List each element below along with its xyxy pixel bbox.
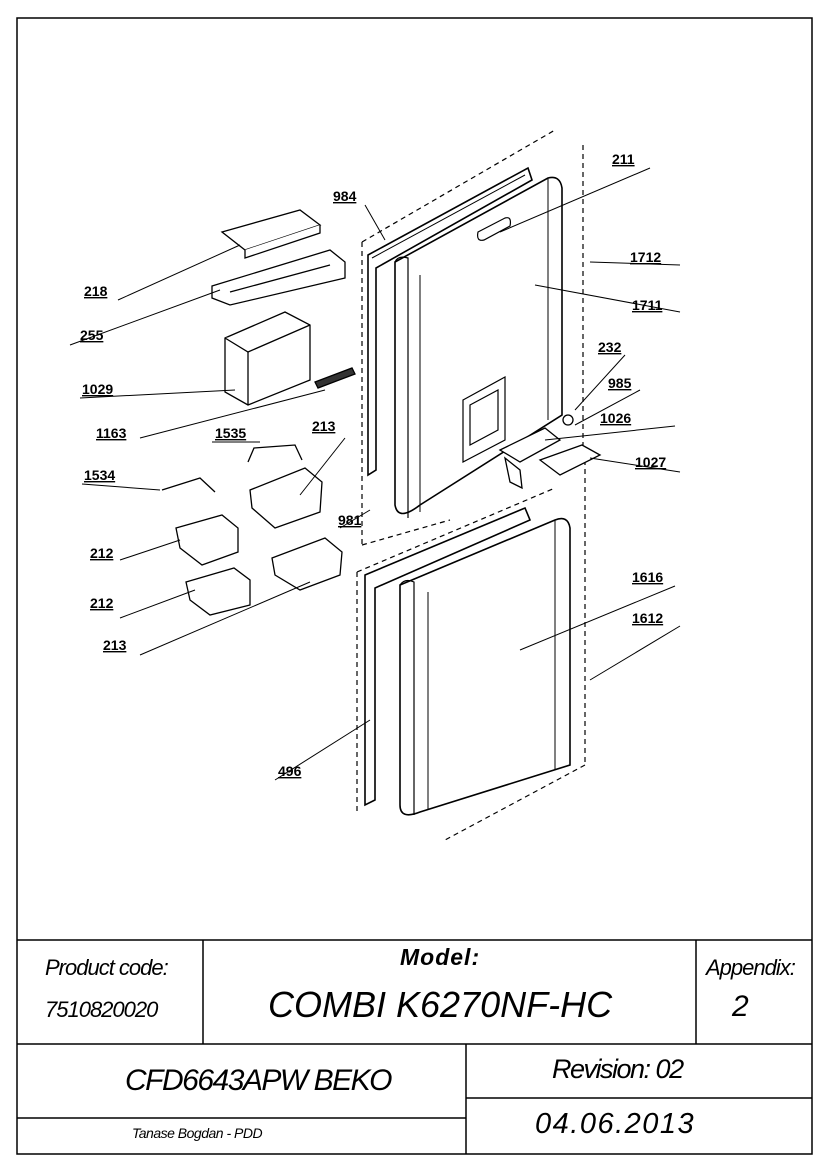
product-code: 7510820020 [45, 997, 158, 1022]
model-label: Model: [400, 944, 481, 970]
callout-496: 496 [278, 763, 302, 779]
callout-211: 211 [612, 151, 635, 167]
callout-1612: 1612 [632, 610, 663, 626]
door-shelves-and-bins [161, 209, 602, 616]
appendix-label: Appendix: [706, 955, 796, 980]
callout-1029: 1029 [82, 381, 113, 397]
callout-213-upper: 213 [312, 418, 336, 434]
callout-labels: 211 984 1712 218 1711 255 232 1029 985 1… [80, 151, 666, 779]
product-code-label: Product code: [45, 955, 169, 980]
revision-date: 04.06.2013 [535, 1108, 696, 1140]
sheet-border [16, 17, 813, 1155]
callout-1711: 1711 [632, 297, 663, 313]
lower-door-group [356, 460, 586, 841]
callout-1026: 1026 [600, 410, 631, 426]
callout-1534: 1534 [84, 467, 115, 483]
callout-1712: 1712 [630, 249, 661, 265]
revision: Revision: 02 [552, 1054, 684, 1084]
callout-212-upper: 212 [90, 545, 114, 561]
callout-984: 984 [333, 188, 357, 204]
callout-1027: 1027 [635, 454, 666, 470]
callout-213-lower: 213 [103, 637, 127, 653]
callout-218: 218 [84, 283, 108, 299]
callout-1616: 1616 [632, 569, 663, 585]
callout-985: 985 [608, 375, 632, 391]
callout-232: 232 [598, 339, 622, 355]
model-name: COMBI K6270NF-HC [268, 984, 613, 1025]
variant-name: CFD6643APW BEKO [125, 1064, 392, 1097]
callout-1163: 1163 [96, 425, 127, 441]
appendix-number: 2 [732, 990, 749, 1023]
title-block-grid [17, 939, 812, 1154]
upper-door-group [361, 129, 584, 546]
callout-212-lower: 212 [90, 595, 114, 611]
callout-1535: 1535 [215, 425, 246, 441]
author: Tanase Bogdan - PDD [132, 1125, 263, 1141]
callout-981: 981 [338, 512, 362, 528]
callout-255: 255 [80, 327, 104, 343]
leader-lines [69, 167, 681, 781]
